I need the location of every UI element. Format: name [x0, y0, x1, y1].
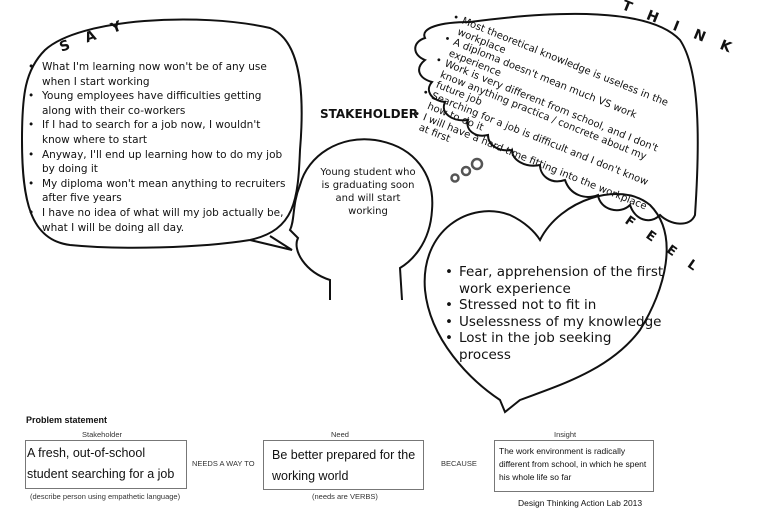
- needs-a-way-to: NEEDS A WAY TO: [192, 459, 255, 468]
- insight-text: The work environment is radically differ…: [499, 446, 647, 482]
- say-item: What I'm learning now won't be of any us…: [28, 60, 288, 89]
- need-box: Be better prepared for the working world: [263, 440, 424, 490]
- credit: Design Thinking Action Lab 2013: [518, 498, 643, 508]
- say-item: I have no idea of what will my job actua…: [28, 206, 288, 235]
- feel-item: Stressed not to fit in: [445, 297, 665, 314]
- stakeholder-hint: (describe person using empathetic langua…: [30, 492, 181, 501]
- stakeholder-head: [288, 138, 434, 301]
- stakeholder-title: STAKEHOLDER: [320, 107, 418, 121]
- stakeholder-label: Stakeholder: [82, 430, 123, 439]
- stakeholder-description: Young student who is graduating soon and…: [320, 167, 416, 217]
- stakeholder-box: A fresh, out-of-school student searching…: [25, 440, 187, 489]
- say-item: If I had to search for a job now, I woul…: [28, 118, 288, 147]
- feel-list: Fear, apprehension of the first work exp…: [445, 264, 665, 363]
- thought-circle: [450, 173, 460, 183]
- say-item: Young employees have difficulties gettin…: [28, 89, 288, 118]
- say-list: What I'm learning now won't be of any us…: [28, 60, 288, 235]
- need-hint: (needs are VERBS): [312, 492, 378, 501]
- need-label: Need: [331, 430, 349, 439]
- say-item: My diploma won't mean anything to recrui…: [28, 177, 288, 206]
- feel-item: Uselessness of my knowledge: [445, 314, 665, 331]
- need-text: Be better prepared for the working world: [272, 448, 416, 483]
- because: BECAUSE: [441, 459, 477, 468]
- thought-circle: [460, 165, 472, 177]
- feel-item: Fear, apprehension of the first work exp…: [445, 264, 665, 297]
- thought-circle: [470, 157, 484, 171]
- stakeholder-text: A fresh, out-of-school student searching…: [27, 446, 175, 481]
- insight-box: The work environment is radically differ…: [494, 440, 654, 492]
- insight-label: Insight: [554, 430, 577, 439]
- say-speech-bubble: [20, 18, 303, 251]
- say-item: Anyway, I'll end up learning how to do m…: [28, 148, 288, 177]
- feel-item: Lost in the job seeking process: [445, 330, 665, 363]
- problem-heading: Problem statement: [26, 415, 108, 425]
